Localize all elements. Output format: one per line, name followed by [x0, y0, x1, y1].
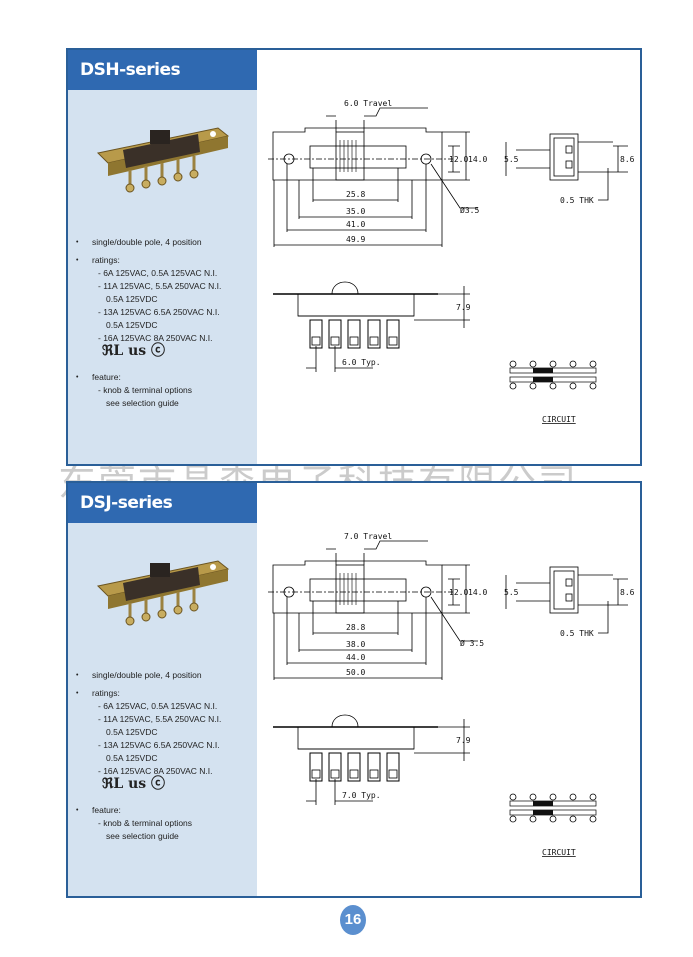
dimension-height-1: 12.0 — [449, 155, 468, 164]
feature-line: - knob & terminal options — [98, 385, 193, 395]
rating-line: - 11A 125VAC, 5.5A 250VAC N.I. — [98, 281, 222, 291]
dsh-series-panel: DSH-series single/double pole, 4 positio… — [66, 48, 642, 466]
dimension-drawing: 7.0 Travel 28.8 38.0 44.0 50.0 12.0 14.0… — [268, 532, 635, 857]
rating-line: 0.5A 125VDC — [106, 320, 158, 330]
dimension-width-1: 25.8 — [346, 190, 365, 199]
end-view-dimension-2: 8.6 — [620, 588, 635, 597]
end-view-dimension-1: 5.5 — [504, 155, 519, 164]
dimension-width-1: 28.8 — [346, 623, 365, 632]
feature-list: single/double pole, 4 position ratings: … — [76, 669, 221, 843]
hole-diameter: Ø3.5 — [460, 205, 479, 215]
series-title: DSH-series — [68, 50, 257, 90]
end-view — [505, 566, 628, 634]
pin-pitch-dimension: 7.0 Typ. — [342, 791, 381, 800]
dimension-width-3: 44.0 — [346, 653, 365, 662]
series-title: DSJ-series — [68, 483, 257, 523]
travel-dimension: 7.0 Travel — [344, 532, 392, 541]
rating-line: - 13A 125VAC 6.5A 250VAC N.I. — [98, 307, 220, 317]
product-photo — [96, 560, 230, 626]
rating-line: 0.5A 125VDC — [106, 294, 158, 304]
rating-line: - 16A 125VAC 8A 250VAC N.I. — [98, 766, 213, 776]
dimension-width-4: 49.9 — [346, 235, 365, 244]
feature-line: see selection guide — [106, 398, 179, 408]
pole-spec: single/double pole, 4 position — [76, 669, 221, 682]
hole-diameter: Ø 3.5 — [460, 638, 484, 648]
dimension-width-3: 41.0 — [346, 220, 365, 229]
rating-line: - 6A 125VAC, 0.5A 125VAC N.I. — [98, 268, 218, 278]
feature-list: single/double pole, 4 position ratings: … — [76, 236, 221, 410]
feature-line: see selection guide — [106, 831, 179, 841]
dimension-drawing: 6.0 Travel 25.8 35.0 41.0 49.9 12.0 14.0… — [268, 99, 635, 424]
page-number: 16 — [340, 905, 366, 935]
dimension-height-1: 12.0 — [449, 588, 468, 597]
ul-csa-cert-marks: ℜL us ⓒ — [102, 776, 166, 792]
top-view — [268, 107, 478, 247]
feature-label: feature: — [76, 804, 221, 817]
end-view — [505, 133, 628, 201]
thickness-dimension: 0.5 THK — [560, 629, 594, 638]
height-dimension: 7.9 — [456, 303, 471, 312]
rating-line: - 13A 125VAC 6.5A 250VAC N.I. — [98, 740, 220, 750]
ul-csa-cert-marks: ℜL us ⓒ — [102, 343, 166, 359]
rating-line: 0.5A 125VDC — [106, 753, 158, 763]
rating-line: 0.5A 125VDC — [106, 727, 158, 737]
ratings-label: ratings: — [76, 687, 221, 700]
circuit-label: CIRCUIT — [542, 415, 576, 424]
pin-pitch-dimension: 6.0 Typ. — [342, 358, 381, 367]
circuit-diagram — [509, 360, 597, 390]
dimension-width-4: 50.0 — [346, 668, 365, 677]
dsj-series-panel: DSJ-series single/double pole, 4 positio… — [66, 481, 642, 898]
dimension-height-2: 14.0 — [468, 155, 487, 164]
height-dimension: 7.9 — [456, 736, 471, 745]
end-view-dimension-2: 8.6 — [620, 155, 635, 164]
dimension-width-2: 38.0 — [346, 640, 365, 649]
rating-line: - 11A 125VAC, 5.5A 250VAC N.I. — [98, 714, 222, 724]
pole-spec: single/double pole, 4 position — [76, 236, 221, 249]
ratings-label: ratings: — [76, 254, 221, 267]
rating-line: - 6A 125VAC, 0.5A 125VAC N.I. — [98, 701, 218, 711]
dimension-width-2: 35.0 — [346, 207, 365, 216]
dimension-height-2: 14.0 — [468, 588, 487, 597]
travel-dimension: 6.0 Travel — [344, 99, 392, 108]
thickness-dimension: 0.5 THK — [560, 196, 594, 205]
side-view — [273, 714, 470, 805]
circuit-label: CIRCUIT — [542, 848, 576, 857]
end-view-dimension-1: 5.5 — [504, 588, 519, 597]
feature-line: - knob & terminal options — [98, 818, 193, 828]
top-view — [268, 540, 478, 680]
product-photo — [96, 127, 230, 193]
rating-line: - 16A 125VAC 8A 250VAC N.I. — [98, 333, 213, 343]
feature-label: feature: — [76, 371, 221, 384]
side-view — [273, 281, 470, 372]
circuit-diagram — [509, 793, 597, 823]
